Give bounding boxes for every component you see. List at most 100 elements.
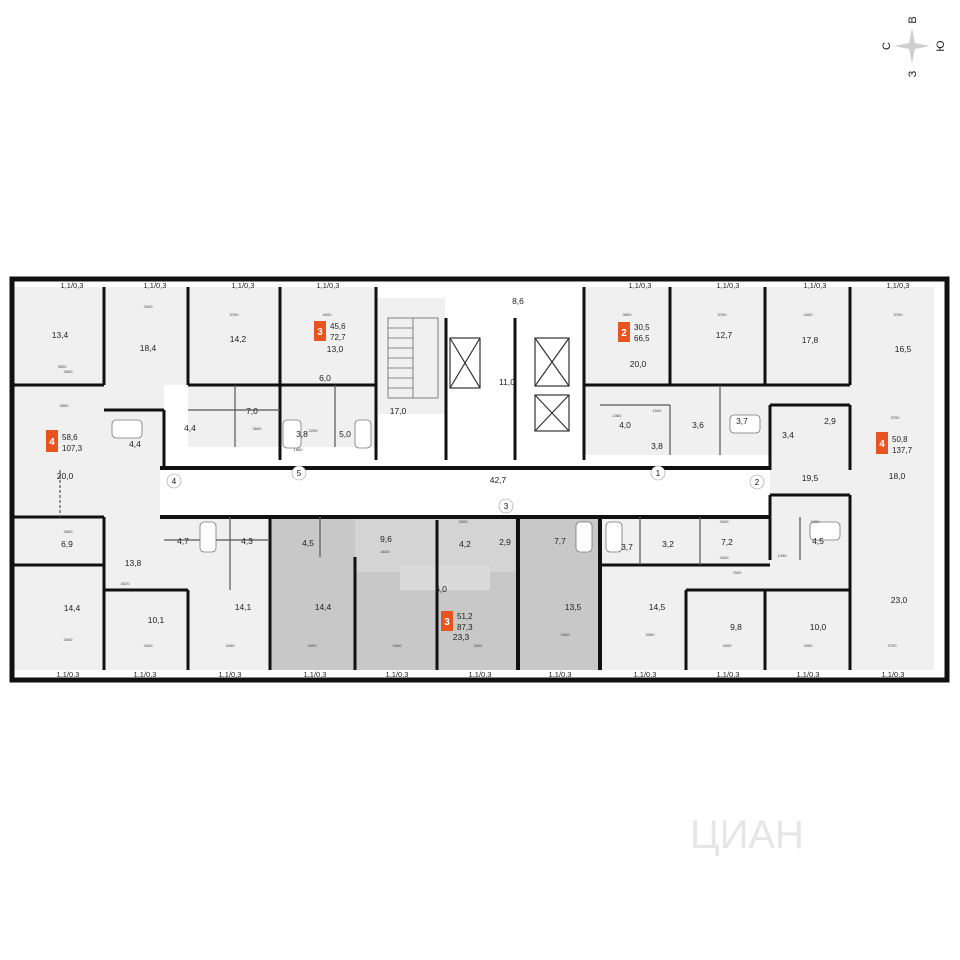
dimension-label: 3500 (60, 403, 70, 408)
dimension-label: 3500 (58, 364, 68, 369)
room-area: 12,7 (716, 330, 733, 340)
entrance-number: 3 (504, 502, 509, 511)
room-area: 11,0 (499, 377, 515, 387)
window-label: 1,1/0,3 (144, 281, 167, 290)
dimension-labels: 3400 3700 4000 3600 3700 3700 3400 3700 … (58, 304, 904, 648)
dimension-label: 3700 (891, 415, 901, 420)
room-area: 9,8 (730, 622, 742, 632)
dimension-label: 1490 (778, 553, 788, 558)
badge-rooms: 4 (49, 437, 55, 448)
dimension-label: 3400 (474, 643, 484, 648)
room-area: 9,6 (380, 534, 392, 544)
room-area: 18,0 (889, 471, 906, 481)
dimension-label: 3300 (646, 632, 656, 637)
apartment-badge[interactable]: 3 45,6 72,7 (314, 321, 346, 342)
room-area: 3,8 (651, 441, 663, 451)
window-label: 1,1/0,3 (386, 670, 409, 679)
dimension-label: 3400 (144, 643, 154, 648)
apartment-badge[interactable]: 3 51,2 87,3 (441, 611, 473, 632)
window-label: 1,1/0,3 (219, 670, 242, 679)
room-area: 17,8 (802, 335, 819, 345)
room-area: 13,5 (565, 602, 582, 612)
compass-south: Ю (935, 40, 947, 51)
dimension-label: 3400 (723, 643, 733, 648)
dimension-label: 4000 (323, 312, 333, 317)
badge-living-area: 30,5 (634, 323, 650, 332)
room-area: 5,0 (339, 429, 351, 439)
dimension-label: 3400 (720, 519, 730, 524)
fixtures (111, 414, 841, 553)
window-label: 1,1/0,3 (61, 281, 84, 290)
dimension-label: 3660 (253, 426, 263, 431)
entrance-number: 4 (172, 477, 177, 486)
corridor-fill (160, 470, 770, 517)
apartment-badge[interactable]: 4 50,8 137,7 (876, 432, 913, 455)
compass-star-icon (894, 28, 930, 64)
window-labels-top: 1,1/0,3 1,1/0,3 1,1/0,3 1,1/0,3 1,1/0,3 … (61, 281, 910, 290)
badge-living-area: 50,8 (892, 435, 908, 444)
room-area: 23,0 (891, 595, 908, 605)
window-label: 1,1/0,3 (304, 670, 327, 679)
dimension-label: 3400 (393, 643, 403, 648)
room-area: 4,4 (129, 439, 141, 449)
compass-west: З (907, 70, 919, 77)
dimension-label: 3400 (720, 555, 730, 560)
walls (9, 276, 950, 683)
badge-rooms-box (618, 322, 630, 342)
dimension-label: 4640 (381, 549, 391, 554)
window-label: 1,1/0,3 (57, 670, 80, 679)
room-area: 42,7 (490, 475, 507, 485)
entrance-number: 1 (656, 469, 661, 478)
room-area: 14,4 (64, 603, 81, 613)
window-label: 1,1/0,3 (717, 281, 740, 290)
dimension-label: 3300 (561, 632, 571, 637)
room-area: 4,5 (302, 538, 314, 548)
window-label: 1,1/0,3 (634, 670, 657, 679)
room-area: 4,0 (619, 420, 631, 430)
window-label: 1,1/0,3 (232, 281, 255, 290)
window-label: 1,1/0,3 (629, 281, 652, 290)
room-area: 4,5 (812, 536, 824, 546)
room-area: 20,0 (57, 471, 74, 481)
dimension-label: 3700 (718, 312, 728, 317)
dimension-label: 3400 (804, 312, 814, 317)
room-area: 2,9 (499, 537, 511, 547)
room-area: 4,2 (459, 539, 471, 549)
room-area: 10,0 (810, 622, 827, 632)
room-area: 7,7 (554, 536, 566, 546)
badge-total-area: 66,5 (634, 334, 650, 343)
window-label: 1,1/0,3 (797, 670, 820, 679)
window-label: 1,1/0,3 (469, 670, 492, 679)
room-area: 18,4 (140, 343, 157, 353)
room-area: 2,9 (824, 416, 836, 426)
room-area: 16,5 (895, 344, 912, 354)
dimension-label: 3400 (64, 637, 74, 642)
dimension-label: 1540 (653, 408, 663, 413)
staircase (387, 317, 439, 399)
badge-living-area: 51,2 (457, 612, 473, 621)
room-fills (14, 287, 934, 670)
room-area: 3,8 (296, 429, 308, 439)
window-label: 1,1/0,3 (887, 281, 910, 290)
dimension-label: 3400 (144, 304, 154, 309)
room-area: 7,0 (246, 406, 258, 416)
badge-rooms: 3 (317, 327, 323, 338)
apartment-badge[interactable]: 4 58,6 107,3 (46, 430, 83, 453)
room-area: 3,7 (621, 542, 633, 552)
window-labels-bottom: 1,1/0,3 1,1/0,3 1,1/0,3 1,1/0,3 1,1/0,3 … (57, 670, 905, 679)
room-area: 14,4 (315, 602, 332, 612)
dimension-label: 3700 (888, 643, 898, 648)
partitions (59, 385, 801, 590)
badge-rooms-box (46, 430, 58, 452)
apartment-badge[interactable]: 2 30,5 66,5 (618, 322, 650, 343)
room-area: 13,0 (327, 344, 344, 354)
entrance-number: 5 (297, 469, 302, 478)
room-area: 17,0 (390, 406, 407, 416)
room-area-labels: 13,4 18,4 14,2 13,0 6,0 7,0 4,4 3,8 5,0 … (52, 296, 912, 642)
window-label: 1,1/0,3 (134, 670, 157, 679)
entrance-markers: 4 5 3 1 2 (166, 465, 765, 514)
dimension-label: 3400 (804, 643, 814, 648)
compass: С В Ю З (881, 16, 947, 77)
badge-rooms: 4 (879, 439, 885, 450)
